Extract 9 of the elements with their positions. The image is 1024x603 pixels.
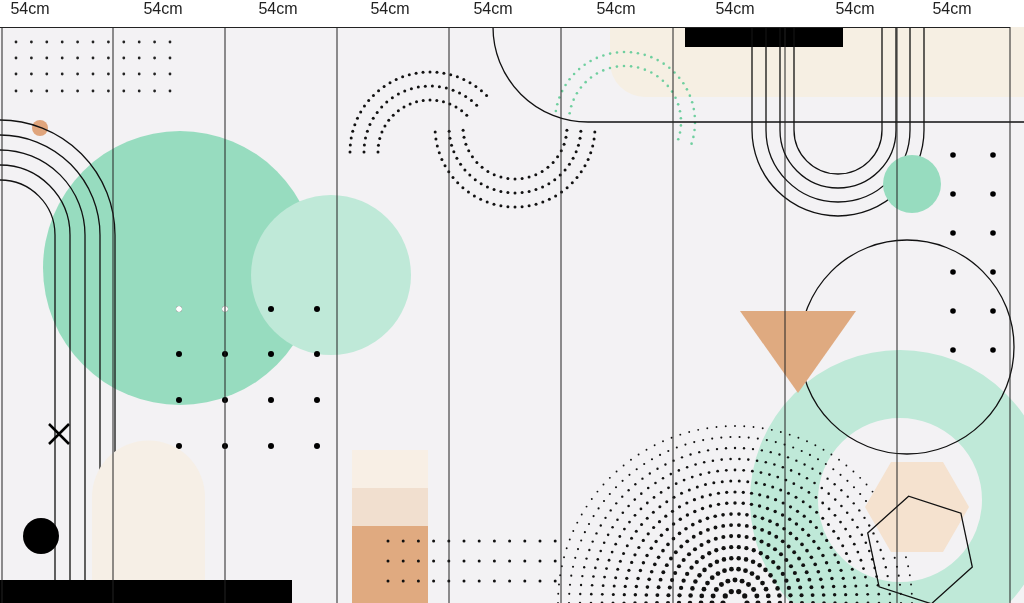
panel-width-label: 54cm [10, 0, 50, 18]
panel-width-label: 54cm [835, 0, 875, 18]
panel-width-label: 54cm [715, 0, 755, 18]
panel-width-label: 54cm [473, 0, 513, 18]
panel-width-label: 54cm [370, 0, 410, 18]
panel-width-label: 54cm [143, 0, 183, 18]
panel-width-label: 54cm [258, 0, 298, 18]
panel-width-label: 54cm [596, 0, 636, 18]
panel-width-label: 54cm [932, 0, 972, 18]
